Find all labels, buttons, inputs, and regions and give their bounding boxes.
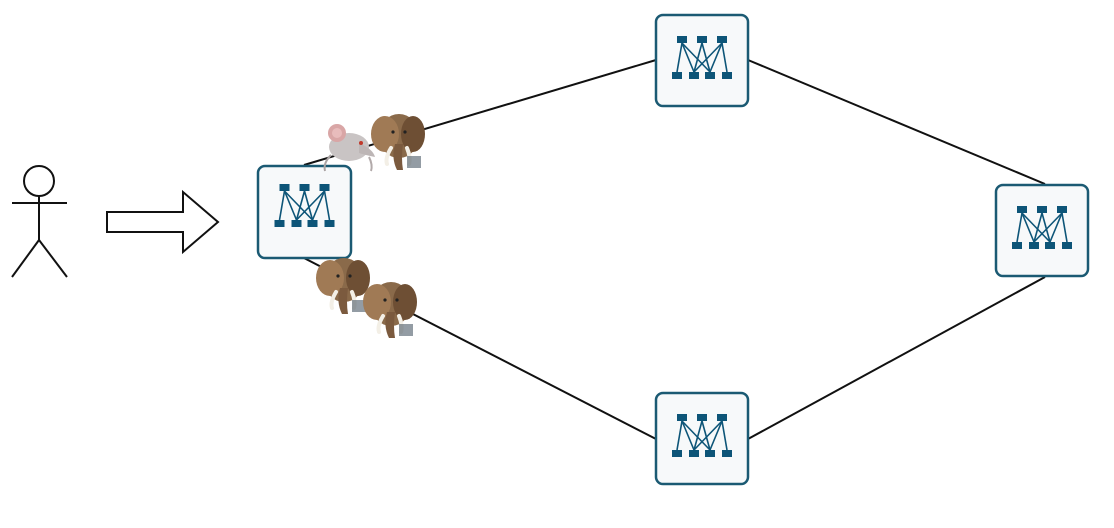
elephant-icon bbox=[369, 112, 427, 172]
link-top-right bbox=[747, 59, 1046, 185]
switch-top[interactable] bbox=[654, 13, 750, 108]
elephant-icon bbox=[361, 280, 419, 340]
right-arrow-icon bbox=[106, 189, 220, 255]
mouse-icon bbox=[323, 123, 376, 172]
upper-path-flows bbox=[323, 112, 427, 172]
elephant-icon bbox=[314, 256, 372, 316]
link-bottom-right bbox=[747, 276, 1046, 440]
stick-figure-user-icon bbox=[11, 165, 68, 278]
switch-right[interactable] bbox=[994, 183, 1090, 278]
switch-bottom[interactable] bbox=[654, 391, 750, 486]
switch-left[interactable] bbox=[256, 164, 353, 260]
lower-path-flows bbox=[314, 256, 419, 340]
